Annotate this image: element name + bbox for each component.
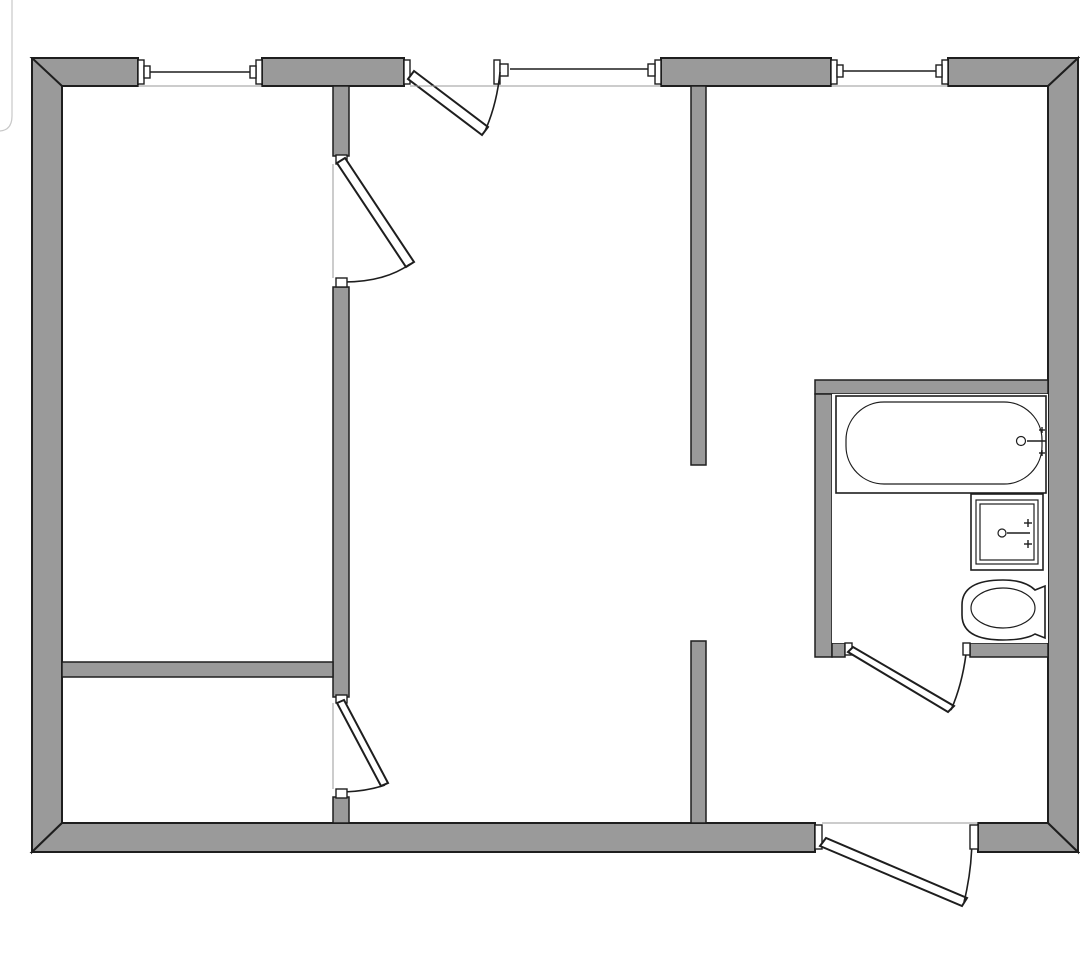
room-middle — [349, 86, 691, 823]
window-2 — [493, 59, 662, 87]
window-1 — [137, 59, 263, 87]
room-left-small — [62, 677, 333, 823]
sink — [970, 493, 1044, 571]
window-3 — [830, 59, 949, 87]
entrance-door — [814, 822, 979, 908]
wall-right — [1047, 55, 1079, 855]
door-left-room — [332, 154, 416, 288]
toilet — [961, 579, 1046, 641]
page-corner-edge — [0, 0, 13, 132]
door-small-room — [332, 694, 390, 799]
wall-left — [31, 57, 63, 855]
interior-wall-right — [690, 85, 707, 824]
room-left — [62, 86, 333, 662]
wall-bottom-left — [29, 822, 816, 853]
bathroom-walls — [814, 379, 1049, 658]
bathroom-door — [844, 642, 971, 714]
wall-top-2 — [261, 57, 405, 87]
balcony-door — [403, 59, 501, 137]
bathtub — [835, 395, 1047, 494]
wall-top-3 — [660, 57, 832, 87]
